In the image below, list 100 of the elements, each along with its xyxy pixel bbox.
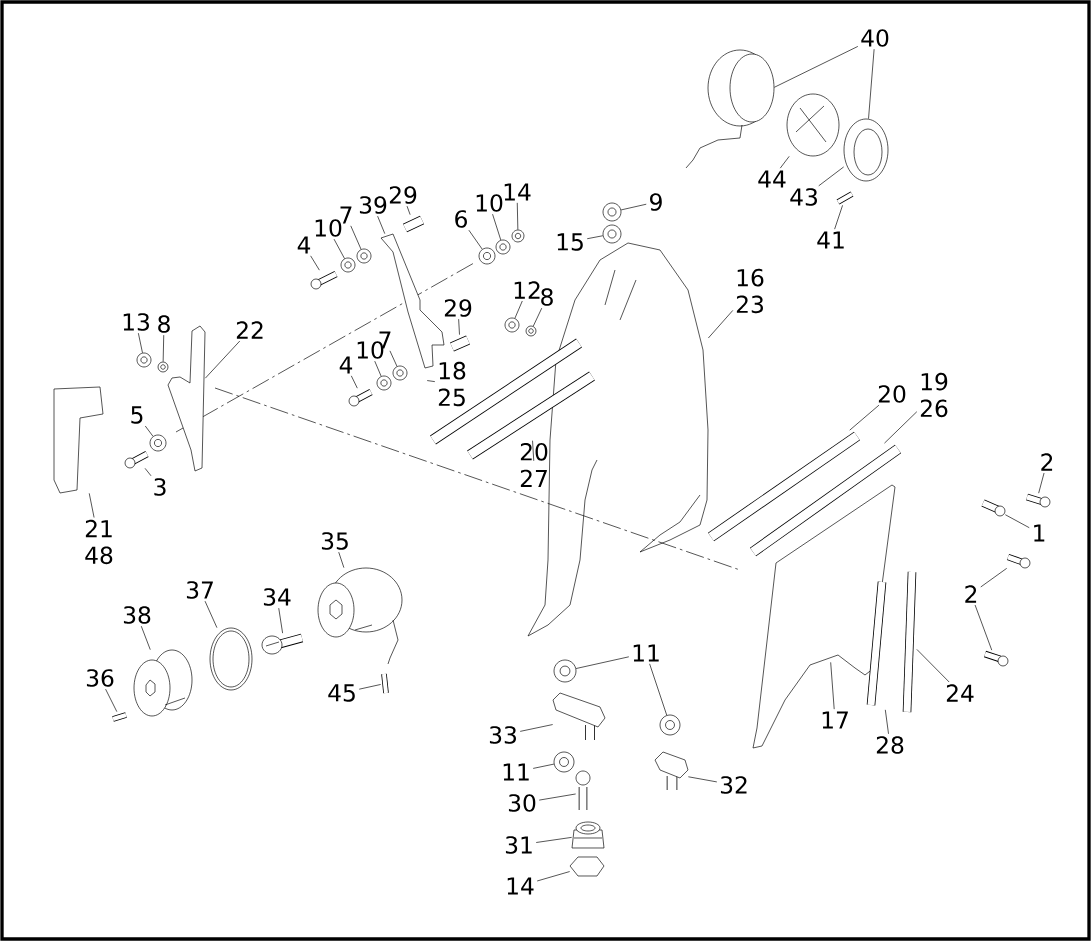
callout-number: 14 xyxy=(504,183,531,201)
nut xyxy=(511,229,525,243)
callout-number: 16 23 xyxy=(736,268,764,314)
stud xyxy=(575,770,591,810)
leader-line xyxy=(406,205,411,215)
bulb xyxy=(261,633,304,655)
callout-number: 22 xyxy=(236,321,263,339)
leader-line xyxy=(774,46,859,88)
leader-line xyxy=(868,48,875,119)
callout-number: 19 26 xyxy=(920,372,948,418)
mounting-plate xyxy=(552,692,606,740)
bushing xyxy=(571,821,605,849)
bolt xyxy=(310,271,338,290)
leader-line xyxy=(1038,472,1045,494)
leader-line xyxy=(916,649,950,683)
washer xyxy=(478,247,496,265)
spacer xyxy=(402,215,425,233)
leader-line xyxy=(532,763,555,769)
leader-line xyxy=(310,255,320,271)
callout-number: 38 xyxy=(123,606,151,624)
trim-ring xyxy=(843,118,889,182)
strap xyxy=(467,371,595,460)
lens-cap xyxy=(133,649,193,717)
washer xyxy=(495,239,511,255)
lock-washer xyxy=(553,659,577,683)
washer xyxy=(157,361,169,373)
leader-line xyxy=(377,215,386,234)
headlamp-lens xyxy=(786,93,840,157)
nut xyxy=(569,856,605,877)
leader-line xyxy=(708,310,734,339)
callout-number: 20 27 xyxy=(520,443,548,487)
leader-line xyxy=(458,318,460,335)
leader-line xyxy=(575,656,630,669)
leader-line xyxy=(389,350,398,367)
callout-number: 8 xyxy=(158,315,170,333)
leader-line xyxy=(586,235,604,240)
leader-line xyxy=(162,334,165,362)
callout-number: 17 xyxy=(822,711,848,729)
screw xyxy=(112,712,127,722)
leader-line xyxy=(536,871,570,882)
leader-line xyxy=(974,604,993,651)
leader-line xyxy=(688,776,718,783)
callout-number: 4 xyxy=(297,236,311,254)
leader-line xyxy=(532,307,543,327)
wire-connector xyxy=(381,673,389,694)
leader-line xyxy=(849,404,880,431)
callout-number: 37 xyxy=(186,581,213,599)
gasket-ring xyxy=(209,627,253,691)
leader-line xyxy=(516,202,519,230)
leader-line xyxy=(88,493,95,518)
callout-number: 39 xyxy=(359,196,387,214)
callout-number: 2 xyxy=(1041,453,1053,471)
callout-number: 36 xyxy=(86,669,114,687)
washer xyxy=(149,434,167,452)
leader-line xyxy=(980,568,1008,588)
nut xyxy=(504,317,520,333)
leader-line xyxy=(426,380,436,382)
spacer xyxy=(450,335,470,352)
washer xyxy=(376,375,392,391)
callout-number: 44 xyxy=(758,170,786,188)
callout-number: 7 xyxy=(340,206,352,224)
mounting-bracket xyxy=(53,386,104,494)
callout-number: 29 xyxy=(444,299,472,317)
leader-line xyxy=(144,425,154,437)
callout-number: 11 xyxy=(633,644,659,662)
leader-line xyxy=(538,793,576,801)
nut xyxy=(356,248,372,264)
leader-line xyxy=(1005,514,1030,529)
callout-number: 28 xyxy=(876,736,904,754)
nut xyxy=(602,224,622,244)
washer xyxy=(602,202,622,222)
leader-line xyxy=(105,688,118,712)
callout-number: 24 xyxy=(946,684,974,702)
callout-number: 35 xyxy=(321,532,348,550)
leader-line xyxy=(514,300,523,319)
callout-number: 2 xyxy=(965,585,977,603)
leader-line xyxy=(818,166,844,187)
callout-number: 15 xyxy=(557,233,583,251)
leader-line xyxy=(830,662,835,710)
strap xyxy=(708,431,860,542)
bolt xyxy=(1006,553,1031,569)
leader-line xyxy=(350,375,358,389)
leader-line xyxy=(350,225,362,250)
callout-number: 13 xyxy=(123,313,149,331)
nut xyxy=(136,352,152,368)
nut xyxy=(654,751,689,790)
strap xyxy=(902,571,917,713)
callout-number: 33 xyxy=(489,726,516,744)
callout-number: 20 xyxy=(878,385,906,403)
leader-line xyxy=(138,332,143,354)
callout-number: 40 xyxy=(861,29,889,47)
callout-number: 14 xyxy=(507,877,534,895)
leader-line xyxy=(144,468,152,477)
leader-line xyxy=(468,229,483,250)
leader-line xyxy=(358,684,381,690)
leader-line xyxy=(374,360,382,377)
callout-number: 32 xyxy=(720,776,747,794)
strap xyxy=(430,338,582,445)
screw xyxy=(836,191,854,205)
washer xyxy=(340,257,356,273)
